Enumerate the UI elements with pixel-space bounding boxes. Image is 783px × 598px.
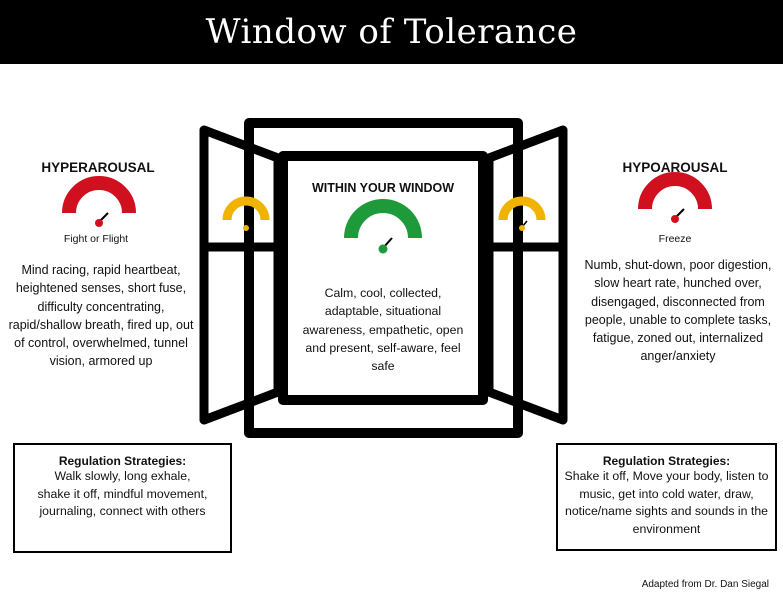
- hyperarousal-strategies-text: Walk slowly, long exhale, shake it off, …: [37, 469, 208, 518]
- hypoarousal-strategies-text: Shake it off, Move your body, listen to …: [564, 469, 769, 536]
- window-frame: [244, 118, 523, 438]
- window-description: Calm, cool, collected, adaptable, situat…: [302, 286, 464, 374]
- hyperarousal-description: Mind racing, rapid heartbeat, heightened…: [8, 263, 194, 369]
- right-shutter: [484, 125, 568, 425]
- window-pane: [278, 151, 488, 405]
- strategies-title: Regulation Strategies:: [58, 454, 187, 468]
- fight-or-flight-label: Fight or Flight: [63, 233, 129, 245]
- freeze-label: Freeze: [658, 233, 692, 245]
- page-title: Window of Tolerance: [205, 12, 578, 52]
- hyperarousal-strategies-box: Regulation Strategies: Walk slowly, long…: [13, 443, 232, 553]
- strategies-title: Regulation Strategies:: [602, 454, 731, 468]
- hyperarousal-heading: HYPERAROUSAL: [41, 160, 155, 175]
- left-shutter: [199, 125, 283, 425]
- title-bar: [0, 0, 783, 64]
- hyperarousal-gauge-icon: [62, 176, 136, 227]
- right-shutter-gauge-icon: [498, 196, 546, 231]
- credit-text: Adapted from Dr. Dan Siegal: [641, 579, 769, 590]
- hypoarousal-description: Numb, shut-down, poor digestion, slow he…: [584, 258, 772, 364]
- hypoarousal-heading: HYPOAROUSAL: [622, 160, 728, 175]
- window-heading: WITHIN YOUR WINDOW: [311, 181, 455, 195]
- window-gauge-icon: [344, 199, 422, 254]
- left-shutter-gauge-icon: [222, 196, 270, 231]
- hypoarousal-gauge-icon: [638, 172, 712, 223]
- hypoarousal-strategies-box: Regulation Strategies: Shake it off, Mov…: [556, 443, 777, 551]
